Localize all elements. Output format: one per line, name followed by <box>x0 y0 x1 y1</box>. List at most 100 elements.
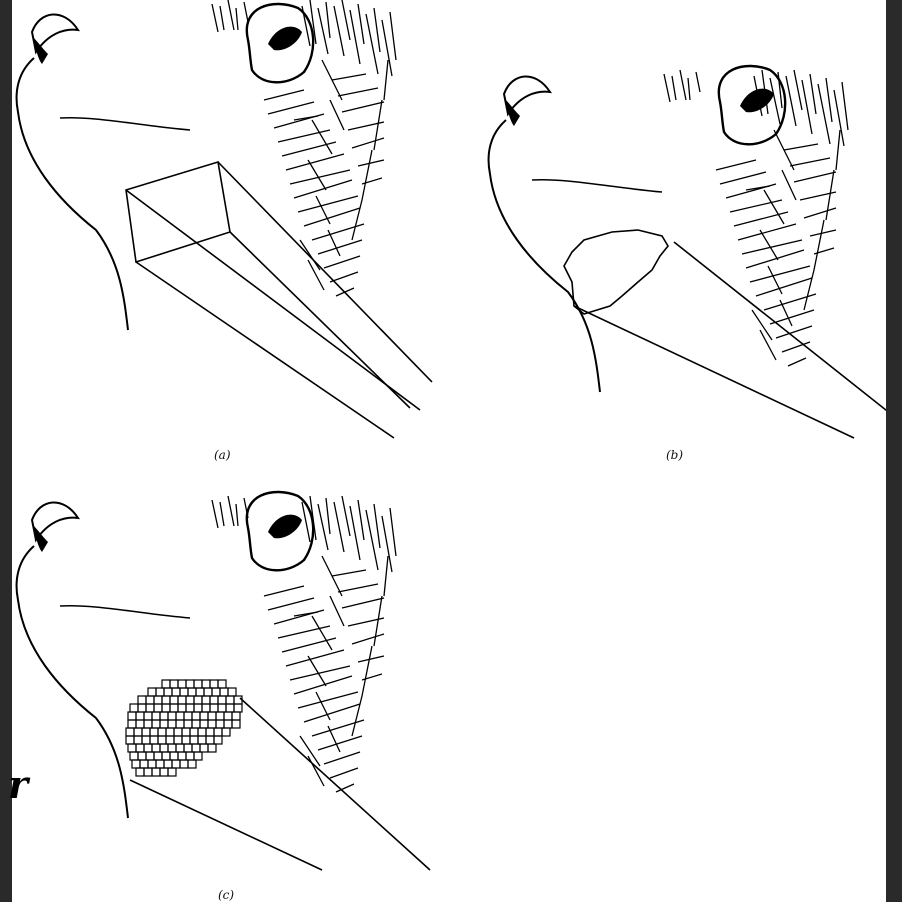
voxel-cell <box>176 744 184 752</box>
voxel-cell <box>208 720 216 728</box>
voxel-cell <box>136 712 144 720</box>
voxel-cell <box>128 720 136 728</box>
voxel-cell <box>226 704 234 712</box>
mask-outline <box>564 230 894 438</box>
voxel-cell <box>218 696 226 704</box>
voxel-cell <box>188 760 196 768</box>
voxel-cell <box>142 736 150 744</box>
voxel-cell <box>192 744 200 752</box>
voxel-cell <box>158 736 166 744</box>
voxel-cell <box>138 704 146 712</box>
voxel-cell <box>218 704 226 712</box>
figure-drawing <box>12 0 894 902</box>
voxel-cell <box>156 760 164 768</box>
panel-a <box>17 0 432 438</box>
voxel-cell <box>150 728 158 736</box>
voxel-cell <box>196 688 204 696</box>
voxel-cell <box>152 720 160 728</box>
voxel-cell <box>186 704 194 712</box>
voxel-cell <box>170 696 178 704</box>
voxel-cell <box>190 728 198 736</box>
voxel-cell <box>184 712 192 720</box>
voxel-cell <box>152 744 160 752</box>
voxel-cell <box>186 680 194 688</box>
voxel-cell <box>176 712 184 720</box>
right-border <box>886 0 894 902</box>
voxel-cell <box>160 744 168 752</box>
voxel-cell <box>206 728 214 736</box>
voxel-cell <box>226 696 234 704</box>
voxel-cell <box>144 720 152 728</box>
voxel-cell <box>228 688 236 696</box>
voxel-cell <box>160 720 168 728</box>
voxel-cell <box>192 712 200 720</box>
voxel-cell <box>136 744 144 752</box>
voxel-cell <box>210 704 218 712</box>
voxel-cell <box>164 688 172 696</box>
voxel-cell <box>190 736 198 744</box>
voxel-cell <box>144 768 152 776</box>
voxel-cell <box>156 688 164 696</box>
voxel-cell <box>170 704 178 712</box>
voxel-cell <box>216 712 224 720</box>
voxel-cell <box>184 744 192 752</box>
voxel-cell <box>140 760 148 768</box>
voxel-cell <box>200 744 208 752</box>
voxel-cell <box>174 728 182 736</box>
voxel-cell <box>184 720 192 728</box>
voxel-cell <box>166 736 174 744</box>
voxel-cell <box>198 736 206 744</box>
voxel-cell <box>128 744 136 752</box>
voxel-cell <box>154 696 162 704</box>
voxel-cell <box>180 760 188 768</box>
voxel-cell <box>210 680 218 688</box>
figure-page: (a) (b) (c) r <box>12 0 894 902</box>
voxel-cell <box>222 728 230 736</box>
voxel-cell <box>136 720 144 728</box>
voxel-cell <box>162 680 170 688</box>
voxel-cell <box>208 744 216 752</box>
caption-b: (b) <box>666 448 683 462</box>
voxel-cell <box>182 728 190 736</box>
voxel-cell <box>172 760 180 768</box>
voxel-cell <box>178 696 186 704</box>
panel-b <box>489 66 894 438</box>
voxel-cell <box>162 696 170 704</box>
voxel-cell <box>186 752 194 760</box>
voxel-cell <box>202 704 210 712</box>
voxel-cell <box>176 720 184 728</box>
voxel-cell <box>216 720 224 728</box>
voxel-cell <box>154 704 162 712</box>
panel-c <box>17 492 430 870</box>
voxel-cell <box>208 712 216 720</box>
voxel-cell <box>224 720 232 728</box>
viewing-frustum <box>126 162 432 438</box>
voxel-cell <box>212 688 220 696</box>
caption-c: (c) <box>218 888 234 902</box>
voxel-cell <box>234 704 242 712</box>
voxel-cell <box>194 696 202 704</box>
voxel-cell <box>220 688 228 696</box>
voxel-cell <box>168 744 176 752</box>
voxel-cell <box>170 752 178 760</box>
voxel-cell <box>214 728 222 736</box>
voxel-cell <box>138 752 146 760</box>
voxel-cell <box>194 752 202 760</box>
voxel-cell <box>172 688 180 696</box>
voxel-cell <box>178 752 186 760</box>
voxel-cell <box>168 712 176 720</box>
voxel-cell <box>158 728 166 736</box>
voxel-cell <box>126 728 134 736</box>
voxel-cell <box>174 736 182 744</box>
voxel-cell <box>210 696 218 704</box>
voxel-cell <box>166 728 174 736</box>
voxel-cell <box>232 712 240 720</box>
voxel-cell <box>204 688 212 696</box>
voxel-cell <box>146 704 154 712</box>
voxel-cell <box>126 736 134 744</box>
voxel-cell <box>136 768 144 776</box>
voxel-cell <box>200 712 208 720</box>
voxel-cell <box>162 752 170 760</box>
voxel-cell <box>168 720 176 728</box>
voxel-cell <box>134 736 142 744</box>
